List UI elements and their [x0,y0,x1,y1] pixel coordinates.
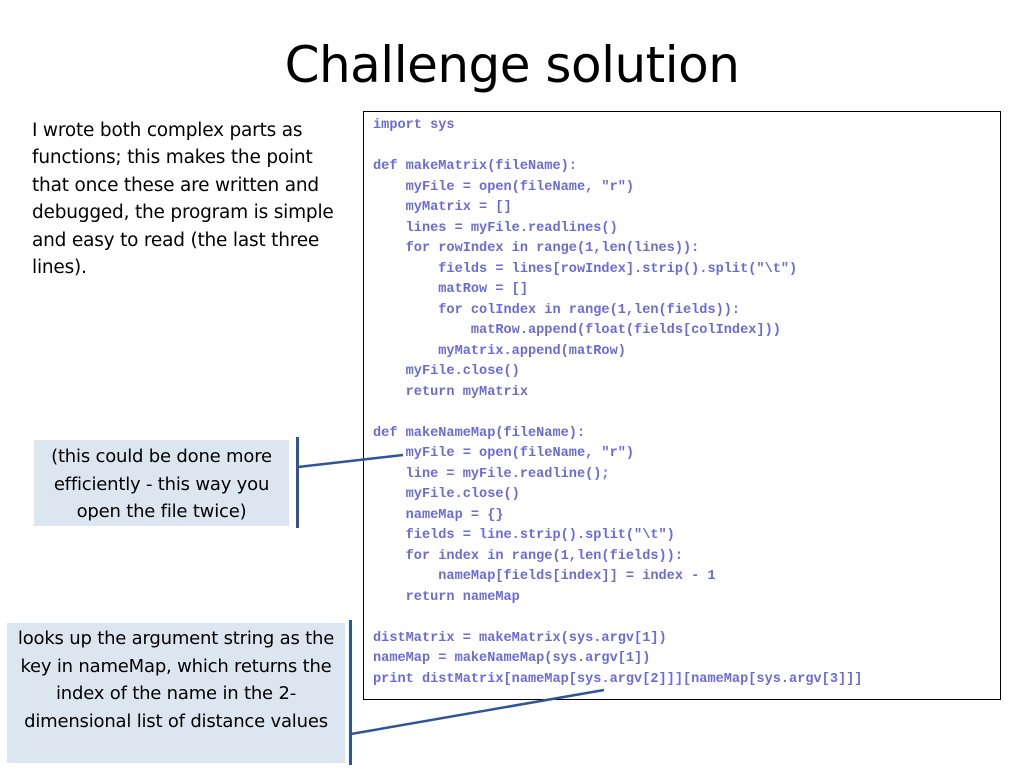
code-line: return nameMap [373,589,520,605]
efficiency-callout: (this could be done more efficiently - t… [34,440,289,526]
slide-title: Challenge solution [284,36,740,94]
connector-line-1 [297,453,404,469]
intro-text: I wrote both complex parts as functions;… [32,120,334,279]
code-line: matRow = [] [373,282,528,297]
callout-bracket-2 [349,620,352,765]
lookup-callout: looks up the argument string as the key … [7,623,345,763]
code-line: for colIndex in range(1,len(fields)): [373,302,741,318]
callout-bracket-1 [296,437,299,528]
code-line: nameMap[fields[index]] = index - 1 [373,569,716,584]
code-line: myFile = open(fileName, "r") [373,179,635,195]
code-line: def makeMatrix(fileName): [373,159,577,174]
code-line: myFile.close() [373,364,520,379]
code-line: print distMatrix[nameMap[sys.argv[2]]][n… [373,671,863,687]
code-line: fields = line.strip().split("\t") [373,528,675,543]
code-box [363,111,1001,700]
code-line: myMatrix = [] [373,200,512,215]
code-line: for rowIndex in range(1,len(lines)): [373,241,700,256]
connector-line-2 [350,688,605,736]
code-line: myFile = open(fileName, "r") [373,446,635,461]
code-line: matRow.append(float(fields[colIndex])) [373,323,781,338]
code-line: def makeNameMap(fileName): [373,425,586,441]
code-line: distMatrix = makeMatrix(sys.argv[1]) [373,630,667,646]
code-line: lines = myFile.readlines() [373,220,618,236]
code-block: import sys def makeMatrix(fileName): myFi… [373,116,862,690]
code-line: myMatrix.append(matRow) [373,343,626,359]
code-line: myFile.close() [373,487,520,502]
code-line: nameMap = {} [373,507,504,523]
code-line: for index in range(1,len(fields)): [373,548,683,564]
code-line: return myMatrix [373,384,528,400]
code-line: line = myFile.readline(); [373,466,610,482]
code-line: nameMap = makeNameMap(sys.argv[1]) [373,651,651,666]
code-line: fields = lines[rowIndex].strip().split("… [373,261,798,277]
code-line: import sys [373,118,455,133]
